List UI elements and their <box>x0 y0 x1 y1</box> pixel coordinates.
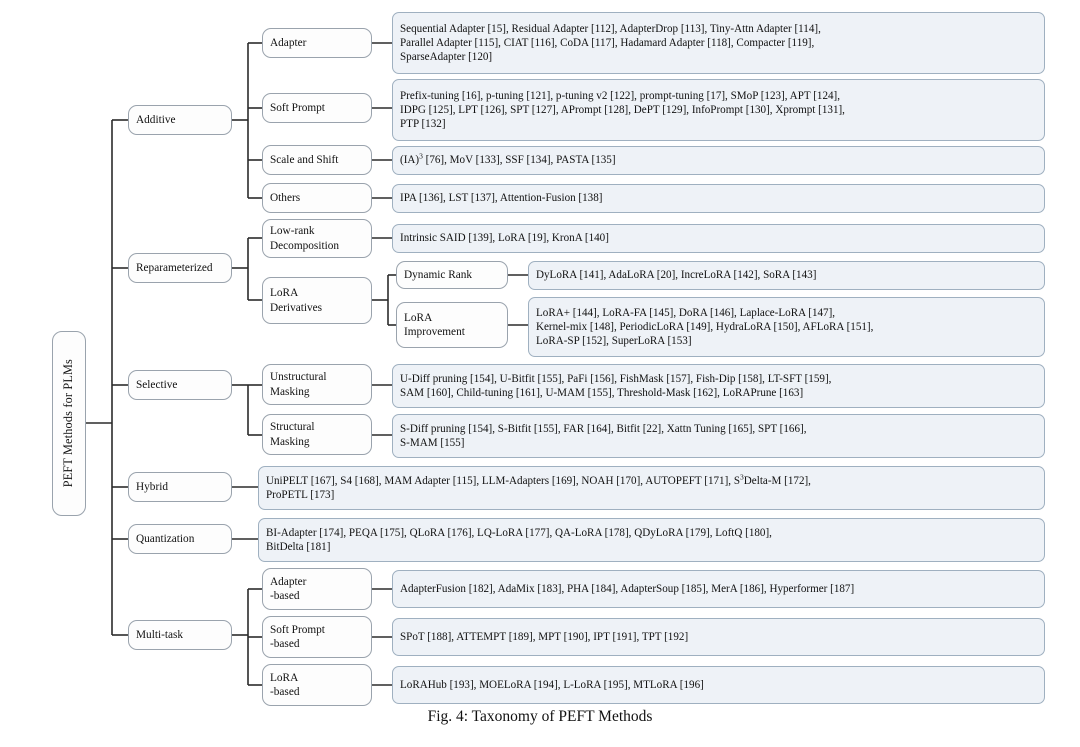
leaf-unstructural-masking-methods-text: U-Diff pruning [154], U-Bitfit [155], Pa… <box>400 372 832 399</box>
leaf-lora-improvement-methods-text: LoRA+ [144], LoRA-FA [145], DoRA [146], … <box>536 306 874 348</box>
leaf-lora-improvement-methods: LoRA+ [144], LoRA-FA [145], DoRA [146], … <box>528 297 1045 357</box>
subcategory-lora-improvement-label: LoRA Improvement <box>404 311 465 338</box>
subcategory-adapter-based-label: Adapter -based <box>270 575 307 602</box>
subcategory-dynamic-rank-label: Dynamic Rank <box>404 268 473 281</box>
category-quantization[interactable]: Quantization <box>128 524 232 554</box>
category-hybrid-label: Hybrid <box>136 480 169 493</box>
category-reparameterized-label: Reparameterized <box>136 261 213 274</box>
subcategory-lora-based-label: LoRA -based <box>270 671 300 698</box>
subcategory-adapter-label: Adapter <box>270 36 307 49</box>
subcategory-lora-derivatives[interactable]: LoRA Derivatives <box>262 277 372 324</box>
leaf-soft-prompt-methods: Prefix-tuning [16], p-tuning [121], p-tu… <box>392 79 1045 141</box>
leaf-soft-prompt-based-methods-text: SPoT [188], ATTEMPT [189], MPT [190], IP… <box>400 630 689 643</box>
leaf-low-rank-methods-text: Intrinsic SAID [139], LoRA [19], KronA [… <box>400 232 609 245</box>
subcategory-low-rank-decomposition[interactable]: Low-rank Decomposition <box>262 219 372 258</box>
category-additive[interactable]: Additive <box>128 105 232 135</box>
leaf-structural-masking-methods-text: S-Diff pruning [154], S-Bitfit [155], FA… <box>400 422 807 449</box>
leaf-lora-based-methods-text: LoRAHub [193], MOELoRA [194], L-LoRA [19… <box>400 678 704 691</box>
leaf-adapter-based-methods: AdapterFusion [182], AdaMix [183], PHA [… <box>392 570 1045 608</box>
leaf-soft-prompt-based-methods: SPoT [188], ATTEMPT [189], MPT [190], IP… <box>392 618 1045 656</box>
leaf-adapter-methods-text: Sequential Adapter [15], Residual Adapte… <box>400 22 821 64</box>
leaf-scale-shift-methods-text: (IA)3 [76], MoV [133], SSF [134], PASTA … <box>400 151 616 167</box>
subcategory-lora-derivatives-label: LoRA Derivatives <box>270 287 323 314</box>
leaf-others-methods: IPA [136], LST [137], Attention-Fusion [… <box>392 184 1045 213</box>
subcategory-soft-prompt-label: Soft Prompt <box>270 101 325 114</box>
subcategory-lora-based[interactable]: LoRA -based <box>262 664 372 706</box>
superscript-3: 3 <box>419 151 423 161</box>
subcategory-adapter[interactable]: Adapter <box>262 28 372 58</box>
category-multitask-label: Multi-task <box>136 628 184 641</box>
subcategory-soft-prompt-based[interactable]: Soft Prompt -based <box>262 616 372 658</box>
subcategory-soft-prompt[interactable]: Soft Prompt <box>262 93 372 123</box>
leaf-adapter-methods: Sequential Adapter [15], Residual Adapte… <box>392 12 1045 74</box>
category-quantization-label: Quantization <box>136 532 195 545</box>
leaf-quantization-methods: BI-Adapter [174], PEQA [175], QLoRA [176… <box>258 518 1045 562</box>
subcategory-unstructural-masking-label: Unstructural Masking <box>270 371 327 398</box>
leaf-structural-masking-methods: S-Diff pruning [154], S-Bitfit [155], FA… <box>392 414 1045 458</box>
subcategory-others-label: Others <box>270 191 301 204</box>
subcategory-low-rank-decomposition-label: Low-rank Decomposition <box>270 225 340 252</box>
root-node[interactable]: PEFT Methods for PLMs <box>52 331 86 516</box>
category-multitask[interactable]: Multi-task <box>128 620 232 650</box>
subcategory-others[interactable]: Others <box>262 183 372 213</box>
subcategory-unstructural-masking[interactable]: Unstructural Masking <box>262 364 372 405</box>
leaf-dynamic-rank-methods-text: DyLoRA [141], AdaLoRA [20], IncreLoRA [1… <box>536 269 817 282</box>
leaf-dynamic-rank-methods: DyLoRA [141], AdaLoRA [20], IncreLoRA [1… <box>528 261 1045 290</box>
subcategory-adapter-based[interactable]: Adapter -based <box>262 568 372 610</box>
leaf-low-rank-methods: Intrinsic SAID [139], LoRA [19], KronA [… <box>392 224 1045 253</box>
subcategory-structural-masking-label: Structural Masking <box>270 421 315 448</box>
leaf-adapter-based-methods-text: AdapterFusion [182], AdaMix [183], PHA [… <box>400 582 855 595</box>
leaf-others-methods-text: IPA [136], LST [137], Attention-Fusion [… <box>400 192 603 205</box>
subcategory-structural-masking[interactable]: Structural Masking <box>262 414 372 455</box>
leaf-lora-based-methods: LoRAHub [193], MOELoRA [194], L-LoRA [19… <box>392 666 1045 704</box>
subcategory-scale-and-shift[interactable]: Scale and Shift <box>262 145 372 175</box>
category-selective[interactable]: Selective <box>128 370 232 400</box>
category-selective-label: Selective <box>136 378 178 391</box>
leaf-soft-prompt-methods-text: Prefix-tuning [16], p-tuning [121], p-tu… <box>400 89 845 131</box>
superscript-3: 3 <box>740 472 744 482</box>
category-hybrid[interactable]: Hybrid <box>128 472 232 502</box>
leaf-unstructural-masking-methods: U-Diff pruning [154], U-Bitfit [155], Pa… <box>392 364 1045 408</box>
category-additive-label: Additive <box>136 113 176 126</box>
category-reparameterized[interactable]: Reparameterized <box>128 253 232 283</box>
leaf-hybrid-methods: UniPELT [167], S4 [168], MAM Adapter [11… <box>258 466 1045 510</box>
leaf-hybrid-methods-text: UniPELT [167], S4 [168], MAM Adapter [11… <box>266 472 811 501</box>
figure-caption: Fig. 4: Taxonomy of PEFT Methods <box>427 708 653 725</box>
leaf-quantization-methods-text: BI-Adapter [174], PEQA [175], QLoRA [176… <box>266 526 772 553</box>
root-label: PEFT Methods for PLMs <box>61 359 76 488</box>
subcategory-dynamic-rank[interactable]: Dynamic Rank <box>396 261 508 289</box>
subcategory-soft-prompt-based-label: Soft Prompt -based <box>270 623 325 650</box>
subcategory-scale-and-shift-label: Scale and Shift <box>270 153 339 166</box>
leaf-scale-shift-methods: (IA)3 [76], MoV [133], SSF [134], PASTA … <box>392 146 1045 175</box>
subcategory-lora-improvement[interactable]: LoRA Improvement <box>396 302 508 348</box>
